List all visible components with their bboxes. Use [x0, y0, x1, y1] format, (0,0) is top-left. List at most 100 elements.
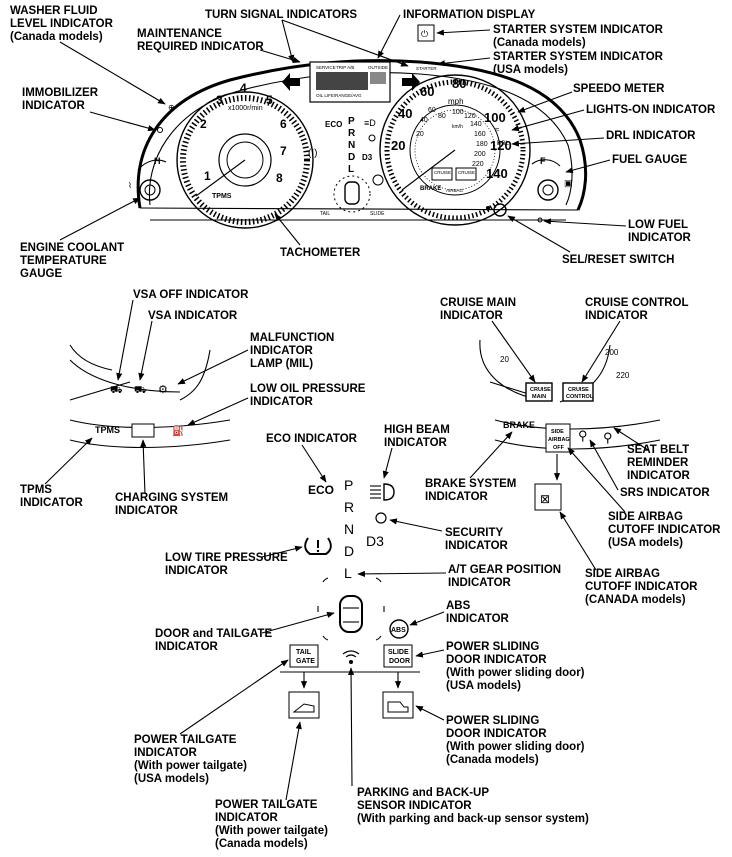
coolant-hot: H [154, 156, 161, 166]
info-oil-life: OIL LIFE/RANGE/AVG [316, 93, 362, 98]
speed-inner-200: 200 [474, 151, 486, 158]
low-tire-icon [304, 537, 332, 555]
tach-tick-3: 3 [216, 93, 223, 107]
speedometer-dial: 20 40 60 80 100 120 140 20 40 60 80 100 … [379, 74, 531, 226]
cluster-gear-d: D [348, 152, 355, 163]
tailgate-canada-icon [288, 691, 320, 719]
speed-tick-20: 20 [391, 138, 405, 153]
info-trip: TRIP A/B [336, 65, 354, 70]
label-security: SECURITY INDICATOR [445, 527, 509, 552]
label-fuel-gauge: FUEL GAUGE [612, 154, 688, 166]
cluster-cruise-main: CRUISE [434, 170, 451, 175]
label-high-beam: HIGH BEAM INDICATOR [384, 424, 453, 449]
high-beam-icon [370, 483, 395, 501]
label-information-display: INFORMATION DISPLAY [403, 9, 536, 21]
speed-inner-160: 160 [474, 131, 486, 138]
speed-inner-40: 40 [420, 117, 428, 124]
top-leaders [59, 14, 627, 253]
side-airbag-canada-icon [534, 483, 562, 511]
tach-tick-4: 4 [240, 81, 247, 95]
speed-inner-80: 80 [438, 113, 446, 120]
seat-belt-icon: ⚲ [603, 430, 613, 445]
label-eco: ECO INDICATOR [266, 433, 358, 445]
immobilizer-icon [157, 127, 163, 133]
speed-tick-40: 40 [398, 106, 412, 121]
cruise-main-box-text: CRUISE MAIN [530, 387, 552, 400]
label-low-oil: LOW OIL PRESSURE INDICATOR [250, 383, 369, 408]
cluster-slide-door: SLIDE [370, 211, 385, 217]
coolant-icon: ⌇ [128, 181, 132, 190]
label-cruise-main: CRUISE MAIN INDICATOR [440, 297, 519, 322]
speed-tick-80: 80 [452, 76, 466, 91]
fuel-gauge: F ▣ [486, 156, 573, 223]
detail-brake: BRAKE [503, 420, 535, 430]
label-starter-usa: STARTER SYSTEM INDICATOR (USA models) [493, 51, 666, 76]
abs-icon-text: ABS [391, 627, 406, 634]
speed-inner-20: 20 [416, 131, 424, 138]
info-outside: OUTSIDE [368, 65, 388, 70]
washer-fluid-icon: ⊕ [168, 103, 175, 112]
tailgate-box-text: TAIL GATE [296, 649, 315, 665]
label-airbag-usa: SIDE AIRBAG CUTOFF INDICATOR (USA models… [608, 511, 724, 549]
label-starter-canada: STARTER SYSTEM INDICATOR (Canada models) [493, 24, 666, 49]
oil-can-icon: ⛽ [172, 424, 184, 437]
slide-door-usa-icon [383, 644, 413, 668]
cluster-starter-text: STARTER [416, 66, 437, 71]
label-slide-usa: POWER SLIDING DOOR INDICATOR (With power… [446, 641, 588, 692]
label-sel-reset: SEL/RESET SWITCH [562, 254, 674, 266]
speed-tick-100: 100 [484, 110, 506, 125]
label-drl: DRL INDICATOR [606, 130, 696, 142]
door-tailgate-icon [317, 577, 385, 641]
center-panel: SERVICE TRIP A/B OUTSIDE OIL LIFE/RANGE/… [282, 24, 437, 217]
label-washer-fluid: WASHER FLUID LEVEL INDICATOR (Canada mod… [10, 5, 116, 43]
side-airbag-box-text: SIDE AIRBAG OFF [548, 429, 571, 451]
vsa-off-icon: ⛟ [110, 385, 123, 396]
detail-eco: ECO [308, 483, 334, 497]
cruise-main-icon [525, 382, 553, 402]
charging-icon [131, 423, 155, 438]
detail-d3: D3 [366, 533, 384, 549]
speed-inner-220: 220 [472, 161, 484, 168]
label-mil: MALFUNCTION INDICATOR LAMP (MIL) [250, 332, 338, 370]
cluster-tire-icon: (!) [308, 148, 317, 159]
label-tpms: TPMS INDICATOR [20, 484, 84, 509]
cluster-security-icon [368, 134, 376, 142]
label-slide-canada: POWER SLIDING DOOR INDICATOR (With power… [446, 715, 588, 766]
tach-tick-8: 8 [276, 171, 283, 185]
center-detail: ECO INDICATOR ECO P R N D L D3 HIGH BEAM… [134, 424, 589, 850]
starter-indicator-box [417, 24, 435, 42]
cluster-gear-p: P [348, 116, 355, 127]
speed-inner-120: 120 [464, 113, 476, 120]
speed-tick-140: 140 [486, 166, 508, 181]
tach-tick-1: 1 [204, 169, 211, 183]
tach-tick-7: 7 [280, 144, 287, 158]
starter-icon: ⏻ [421, 29, 428, 39]
label-low-tire: LOW TIRE PRESSURE INDICATOR [165, 552, 291, 577]
cluster-gear-r: R [348, 128, 356, 139]
parking-sensor-icon [342, 650, 360, 664]
label-vsa-off: VSA OFF INDICATOR [133, 289, 249, 301]
coolant-gauge: H ⌇ [128, 156, 167, 201]
tach-tick-5: 5 [266, 93, 273, 107]
cluster-gear-n: N [348, 140, 355, 151]
label-airbag-canada: SIDE AIRBAG CUTOFF INDICATOR (CANADA mod… [585, 568, 701, 606]
tach-unit: x1000r/min [228, 105, 263, 112]
airbag-cutoff-icon: ⊠ [540, 492, 550, 506]
cruise-control-box-text: CRUISE CONTROL [566, 387, 594, 400]
detail-tpms: TPMS [95, 425, 120, 435]
turn-left-icon [282, 73, 300, 91]
tach-tick-2: 2 [200, 117, 207, 131]
label-abs: ABS INDICATOR [446, 600, 510, 625]
label-gear: A/T GEAR POSITION INDICATOR [448, 564, 564, 589]
label-coolant: ENGINE COOLANT TEMPERATURE GAUGE [20, 242, 127, 280]
label-seat-belt: SEAT BELT REMINDER INDICATOR [627, 444, 692, 482]
full-cluster: 1 2 3 4 5 6 7 8 x1000r/min TPMS H ⌇ SERV… [128, 24, 588, 229]
cluster-cruise-control: CRUISE [458, 170, 475, 175]
security-icon [375, 512, 387, 524]
fuel-full: F [540, 156, 546, 166]
cluster-d3: D3 [362, 153, 373, 162]
speed-tick-60: 60 [420, 84, 434, 99]
speed-inner-140: 140 [470, 121, 482, 128]
detail-gear-d: D [344, 543, 354, 559]
